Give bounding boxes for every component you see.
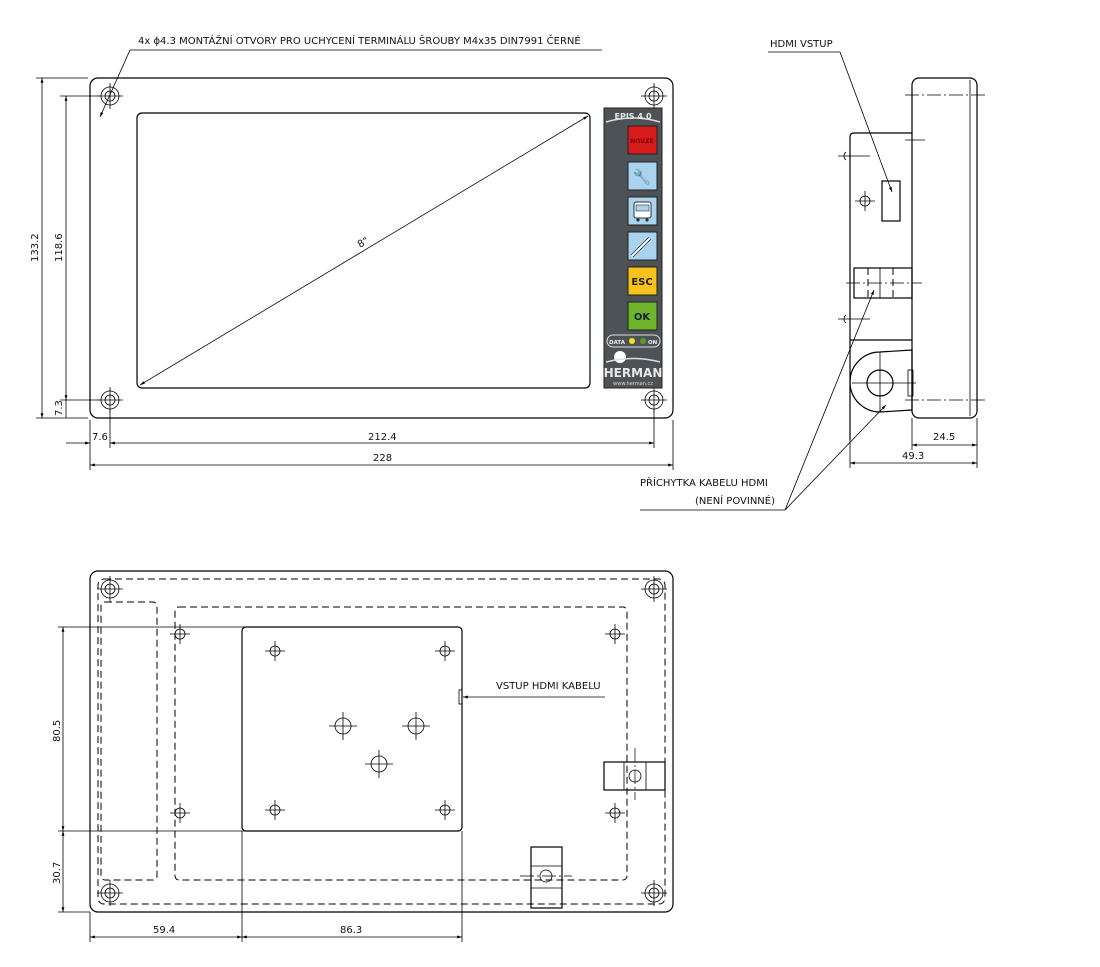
- control-panel: EPIS 4.0 NOUZE 🔧 ESC OK DATA: [603, 107, 663, 389]
- svg-text:228: 228: [373, 453, 392, 464]
- hdmi-port: [881, 180, 901, 222]
- panel-model: EPIS 4.0: [614, 112, 651, 121]
- svg-text:30.7: 30.7: [52, 862, 63, 884]
- diagonal-dimension: [139, 115, 589, 386]
- svg-text:59.4: 59.4: [153, 925, 175, 936]
- mounting-plate: [241, 626, 463, 832]
- svg-text:80.5: 80.5: [52, 720, 63, 742]
- svg-text:86.3: 86.3: [340, 925, 362, 936]
- hdmi-input-label: HDMI VSTUP: [770, 39, 833, 50]
- wrench-icon: 🔧: [633, 167, 652, 186]
- on-led: [640, 338, 646, 344]
- ok-button[interactable]: [627, 301, 658, 331]
- mounting-hole: [96, 386, 124, 414]
- emergency-button[interactable]: [627, 125, 658, 155]
- cable-clip-label: PŘÍCHYTKA KABELU HDMI: [640, 476, 768, 489]
- svg-text:ESC: ESC: [631, 277, 652, 288]
- mounting-hole: [640, 386, 668, 414]
- data-led: [629, 338, 635, 344]
- mounting-hole: [96, 82, 124, 110]
- esc-button[interactable]: [627, 266, 658, 296]
- diagonal-label: 8": [356, 235, 371, 250]
- svg-text:7.6: 7.6: [92, 432, 108, 443]
- svg-text:212.4: 212.4: [368, 432, 397, 443]
- screen-area: [136, 112, 591, 389]
- hdmi-cable-input-label: VSTUP HDMI KABELU: [496, 681, 601, 692]
- svg-text:www.herman.cz: www.herman.cz: [613, 381, 653, 387]
- svg-text:ON: ON: [648, 340, 658, 346]
- cable-clip-optional-label: (NENÍ POVINNÉ): [695, 494, 775, 507]
- svg-text:133.2: 133.2: [30, 233, 41, 262]
- hdmi-cable-clip: [849, 349, 913, 413]
- svg-text:NOUZE: NOUZE: [630, 138, 653, 145]
- side-view: HDMI VSTUP PŘÍCHYTKA KABELU HDMI (NENÍ P…: [640, 39, 985, 511]
- mounting-hole: [640, 82, 668, 110]
- svg-text:DATA: DATA: [609, 340, 626, 346]
- front-view: 8" EPIS 4.0 NOUZE 🔧 ES: [30, 34, 674, 470]
- mounting-holes-label: 4x ϕ4.3 MONTÁŽNÍ OTVORY PRO UCHYCENÍ TER…: [138, 34, 581, 47]
- light-sensor: [614, 351, 626, 363]
- svg-text:7.3: 7.3: [54, 400, 65, 416]
- terminal-outline: [89, 77, 674, 419]
- svg-text:118.6: 118.6: [54, 233, 65, 262]
- svg-text:49.3: 49.3: [902, 451, 924, 462]
- svg-text:24.5: 24.5: [933, 432, 955, 443]
- service-button[interactable]: [627, 161, 658, 191]
- svg-text:OK: OK: [634, 312, 652, 323]
- microphone-icon: [630, 236, 652, 258]
- rear-view: VSTUP HDMI KABELU 80.5 30.7 59.4 86.3: [52, 570, 674, 942]
- bus-icon: [633, 201, 652, 222]
- brand-logo: HERMAN: [604, 366, 663, 380]
